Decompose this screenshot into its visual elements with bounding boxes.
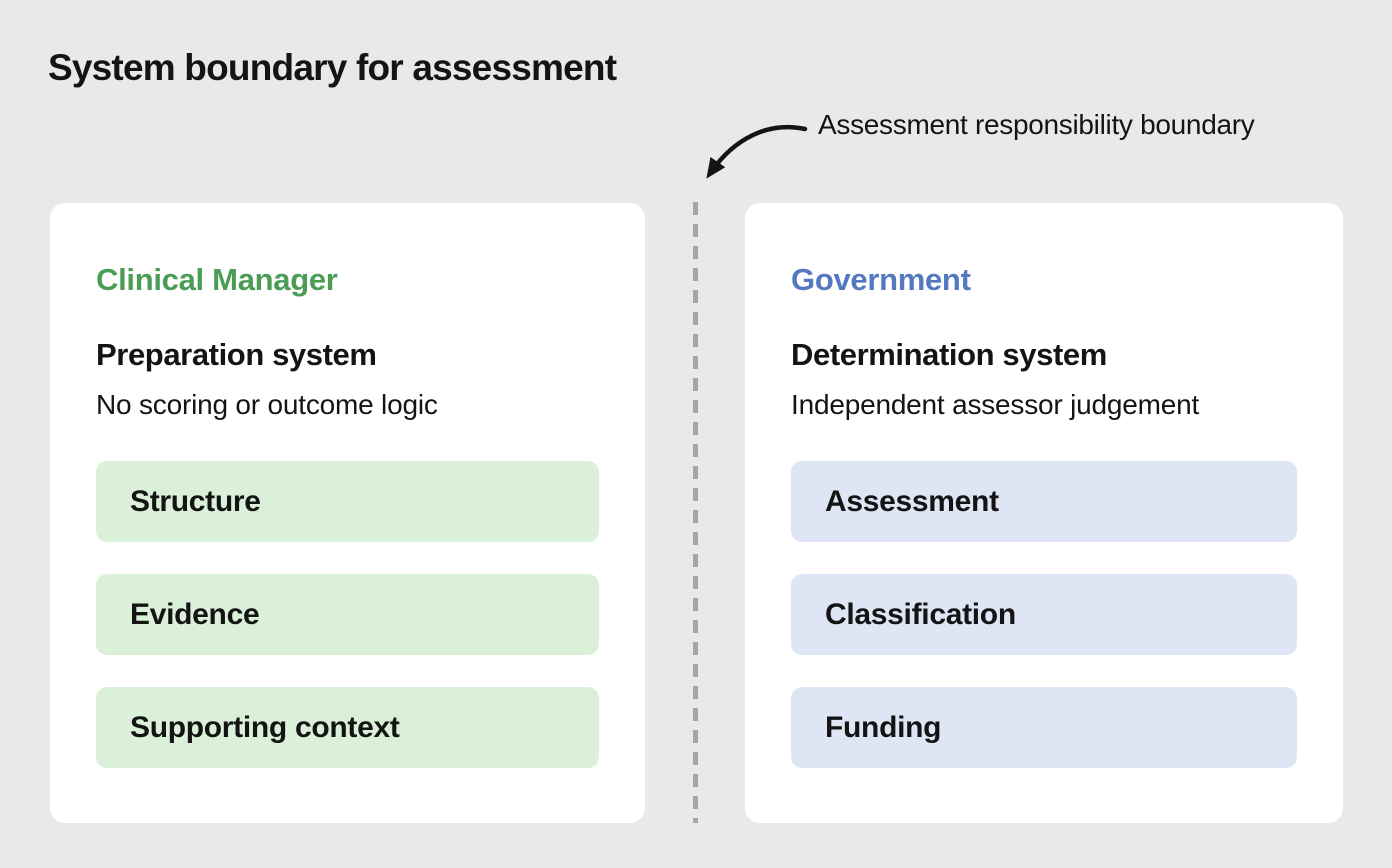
- panel-clinical-manager: Clinical Manager Preparation system No s…: [50, 203, 645, 823]
- panel-system-title: Determination system: [791, 337, 1107, 372]
- panel-item-structure: Structure: [96, 461, 599, 542]
- panel-government: Government Determination system Independ…: [745, 203, 1343, 823]
- panel-item-funding: Funding: [791, 687, 1297, 768]
- panel-item-list: Assessment Classification Funding: [791, 461, 1297, 768]
- panel-item-list: Structure Evidence Supporting context: [96, 461, 599, 768]
- curved-arrow-icon: [706, 124, 808, 179]
- panel-item-supporting-context: Supporting context: [96, 687, 599, 768]
- panel-item-evidence: Evidence: [96, 574, 599, 655]
- page-title: System boundary for assessment: [48, 47, 617, 88]
- panel-item-classification: Classification: [791, 574, 1297, 655]
- panel-role-label: Government: [791, 262, 971, 297]
- panel-item-assessment: Assessment: [791, 461, 1297, 542]
- panel-system-description: No scoring or outcome logic: [96, 389, 438, 420]
- boundary-annotation-label: Assessment responsibility boundary: [818, 109, 1255, 140]
- panel-role-label: Clinical Manager: [96, 262, 338, 297]
- panel-system-title: Preparation system: [96, 337, 377, 372]
- boundary-divider-dashed-line: [693, 202, 698, 823]
- panel-system-description: Independent assessor judgement: [791, 389, 1200, 420]
